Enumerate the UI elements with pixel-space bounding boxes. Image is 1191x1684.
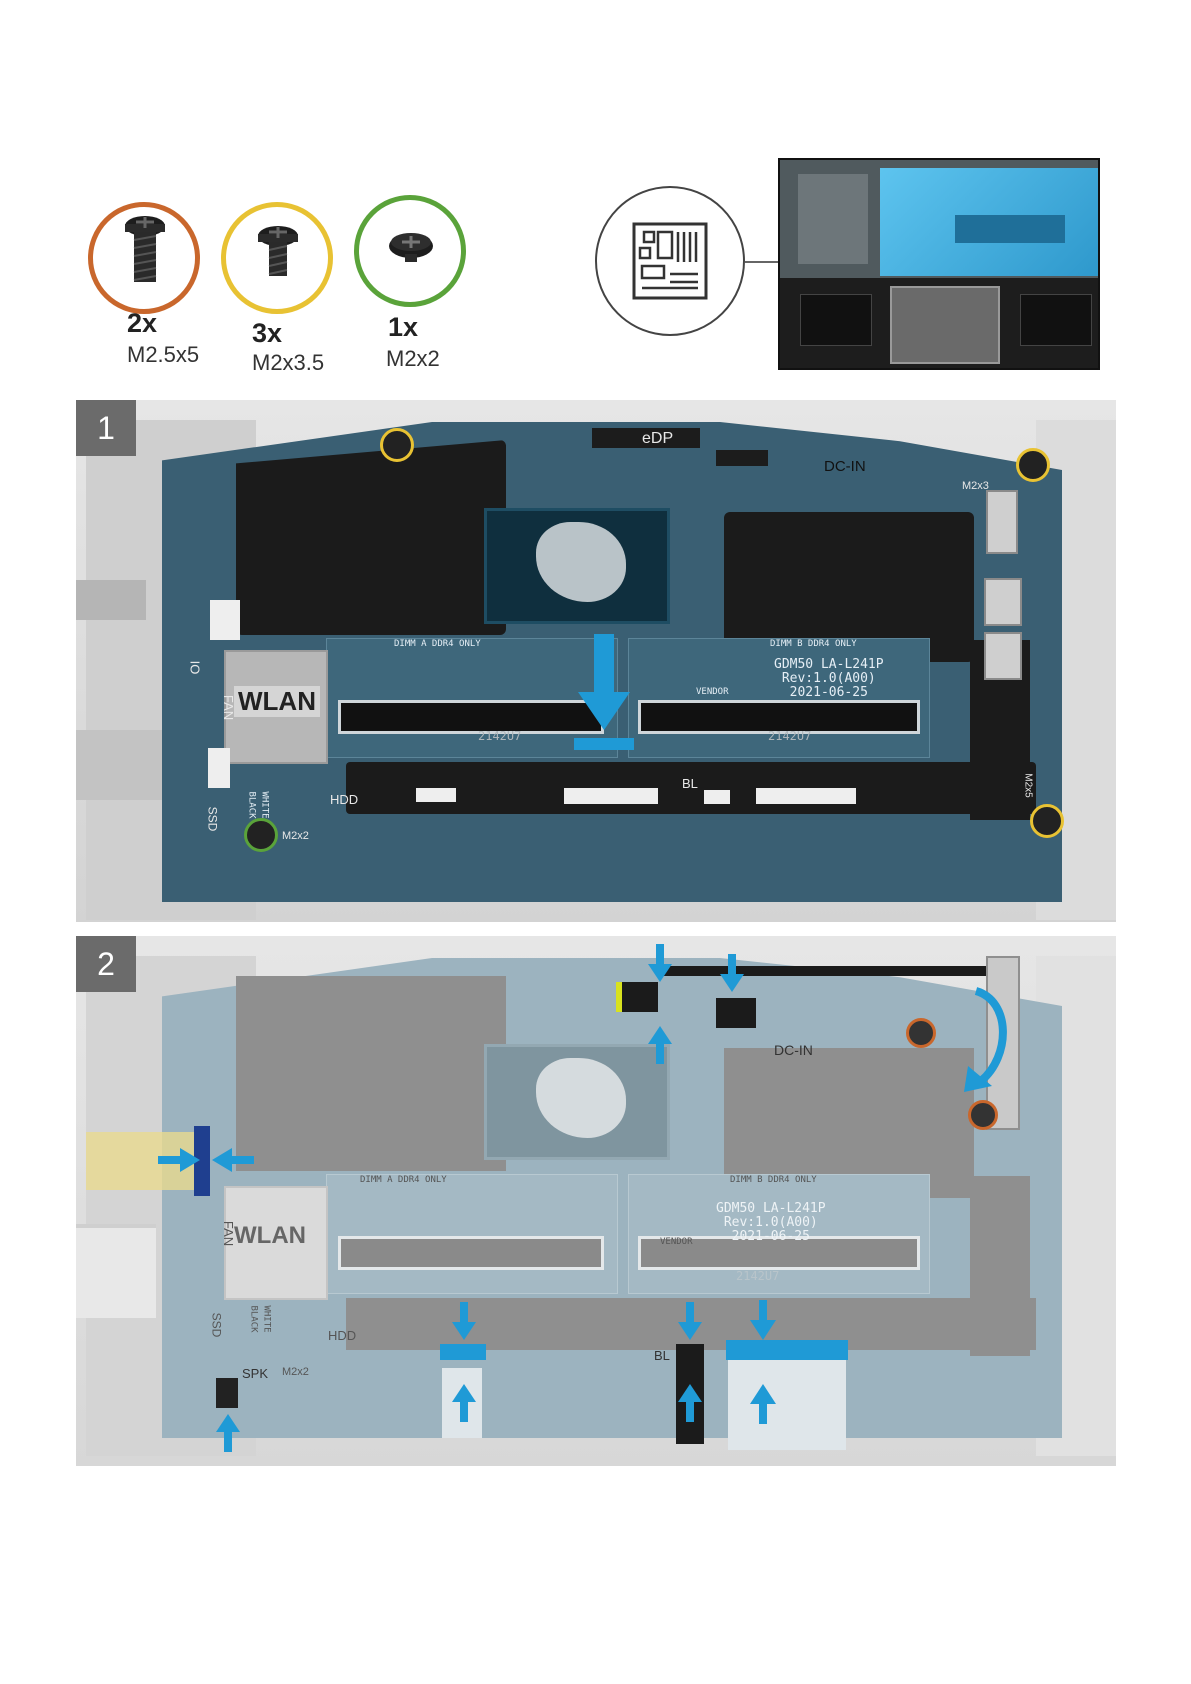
hinge-rotate-arrow-icon [956, 986, 1016, 1096]
label-edp: eDP [642, 430, 673, 448]
label-dimm-b: DIMM B DDR4 ONLY [730, 1174, 817, 1187]
label-bl: BL [682, 776, 698, 791]
label-fan: FAN [221, 695, 236, 720]
display-cable [656, 966, 996, 976]
arrow-icon-bl-up [678, 1382, 702, 1422]
screw-qty-1: 2x [127, 308, 157, 339]
label-m2x2: M2x2 [282, 1366, 309, 1378]
arrow-icon-hdd-down [452, 1302, 476, 1342]
hinge-screw-2 [968, 1100, 998, 1130]
screw-m2-5x5-icon [118, 212, 172, 296]
label-board-silk: GDM50 LA-L241P Rev:1.0(A00) 2021-06-25 [716, 1202, 826, 1244]
edp-connector [616, 982, 658, 1012]
screw-marker-1 [380, 428, 414, 462]
label-dcin: DC-IN [824, 458, 866, 475]
black-shield-top-left [236, 440, 506, 635]
label-wlan: WLAN [234, 686, 320, 717]
screw-marker-3 [1030, 804, 1064, 838]
arrow-icon-io-right [158, 1148, 202, 1172]
step-1-panel: eDP DC-IN M2x3 WLAN FAN IO SSD HDD BL M2… [76, 400, 1116, 922]
label-io: IO [187, 661, 202, 675]
label-fan: FAN [221, 1221, 236, 1246]
label-board-silk: GDM50 LA-L241P Rev:1.0(A00) 2021-06-25 [774, 658, 884, 700]
arrow-icon-kb-up [750, 1382, 776, 1424]
label-dimm-a: DIMM A DDR4 ONLY [360, 1174, 447, 1187]
hinge-screw-1 [906, 1018, 936, 1048]
usb-a-port-1 [984, 578, 1022, 626]
label-code-a: 2142U7 [478, 730, 521, 743]
label-vendor: VENDOR [696, 686, 729, 699]
screw-qty-3: 1x [388, 312, 418, 343]
motherboard-icon [632, 222, 708, 300]
arrow-icon-spk-up [216, 1412, 240, 1452]
label-bl: BL [654, 1348, 670, 1363]
arrow-icon-io-left [210, 1148, 254, 1172]
screw-m2x3-5-icon [252, 222, 304, 284]
screw-m2x2-icon [385, 228, 437, 268]
down-arrow-icon [572, 634, 636, 754]
screw-size-1: M2.5x5 [127, 342, 199, 368]
step-2-badge: 2 [76, 936, 136, 992]
arrow-icon-kb-down [750, 1300, 776, 1342]
screw-marker-2 [1016, 448, 1050, 482]
label-ssd: SSD [205, 807, 219, 832]
label-spk: SPK [242, 1366, 268, 1381]
label-wlan: WLAN [234, 1222, 306, 1250]
arrow-icon-bl-down [678, 1302, 702, 1342]
label-hdd: HDD [330, 792, 358, 807]
label-m2x3: M2x3 [962, 480, 989, 492]
arrow-icon-dcin-down [720, 954, 744, 994]
laptop-locator-image [778, 158, 1100, 370]
label-dimm-a: DIMM A DDR4 ONLY [394, 638, 481, 651]
label-white-black: WHITE BLACK [245, 791, 271, 818]
step-2-panel: DC-IN WLAN FAN SSD SPK HDD BL M2x2 WHITE… [76, 936, 1116, 1466]
label-code-b: 2142U7 [736, 1270, 779, 1283]
label-vendor: VENDOR [660, 1236, 693, 1249]
label-white-black: WHITE BLACK [247, 1305, 273, 1332]
arrow-icon-edp-up [648, 1024, 672, 1064]
screw-size-2: M2x3.5 [252, 350, 324, 376]
label-dcin: DC-IN [774, 1042, 813, 1058]
label-m2x5: M2x5 [1023, 773, 1034, 797]
usb-a-port-2 [984, 632, 1022, 680]
arrow-icon-edp-down [648, 944, 672, 984]
label-dimm-b: DIMM B DDR4 ONLY [770, 638, 857, 651]
label-ssd: SSD [209, 1313, 223, 1338]
label-code-b: 2142U7 [768, 730, 811, 743]
arrow-icon-hdd-up [452, 1382, 476, 1422]
usb-c-port [986, 490, 1018, 554]
screw-marker-4 [244, 818, 278, 852]
label-m2x2: M2x2 [282, 830, 309, 842]
screw-qty-2: 3x [252, 318, 282, 349]
label-hdd: HDD [328, 1328, 356, 1343]
step-1-badge: 1 [76, 400, 136, 456]
screw-size-3: M2x2 [386, 346, 440, 372]
